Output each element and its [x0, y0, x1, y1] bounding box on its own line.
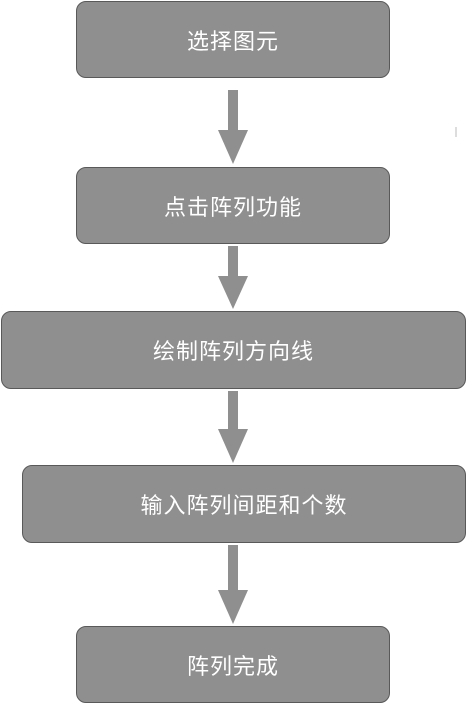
- step-label: 输入阵列间距和个数: [140, 494, 348, 519]
- arrow-down-icon: [218, 90, 248, 164]
- arrow-down-icon: [218, 246, 248, 309]
- step-select-element: 选择图元: [76, 1, 390, 78]
- step-label: 绘制阵列方向线: [152, 340, 314, 365]
- step-label: 阵列完成: [186, 654, 279, 680]
- arrow-down-icon: [218, 391, 248, 463]
- step-draw-array-direction-line: 绘制阵列方向线: [1, 311, 466, 389]
- step-array-complete: 阵列完成: [76, 626, 390, 703]
- step-label: 选择图元: [186, 29, 279, 55]
- scan-speck: [455, 127, 457, 137]
- step-label: 点击阵列功能: [163, 195, 302, 221]
- step-click-array-function: 点击阵列功能: [76, 167, 390, 244]
- arrow-down-icon: [218, 545, 248, 624]
- step-input-spacing-and-count: 输入阵列间距和个数: [22, 465, 466, 543]
